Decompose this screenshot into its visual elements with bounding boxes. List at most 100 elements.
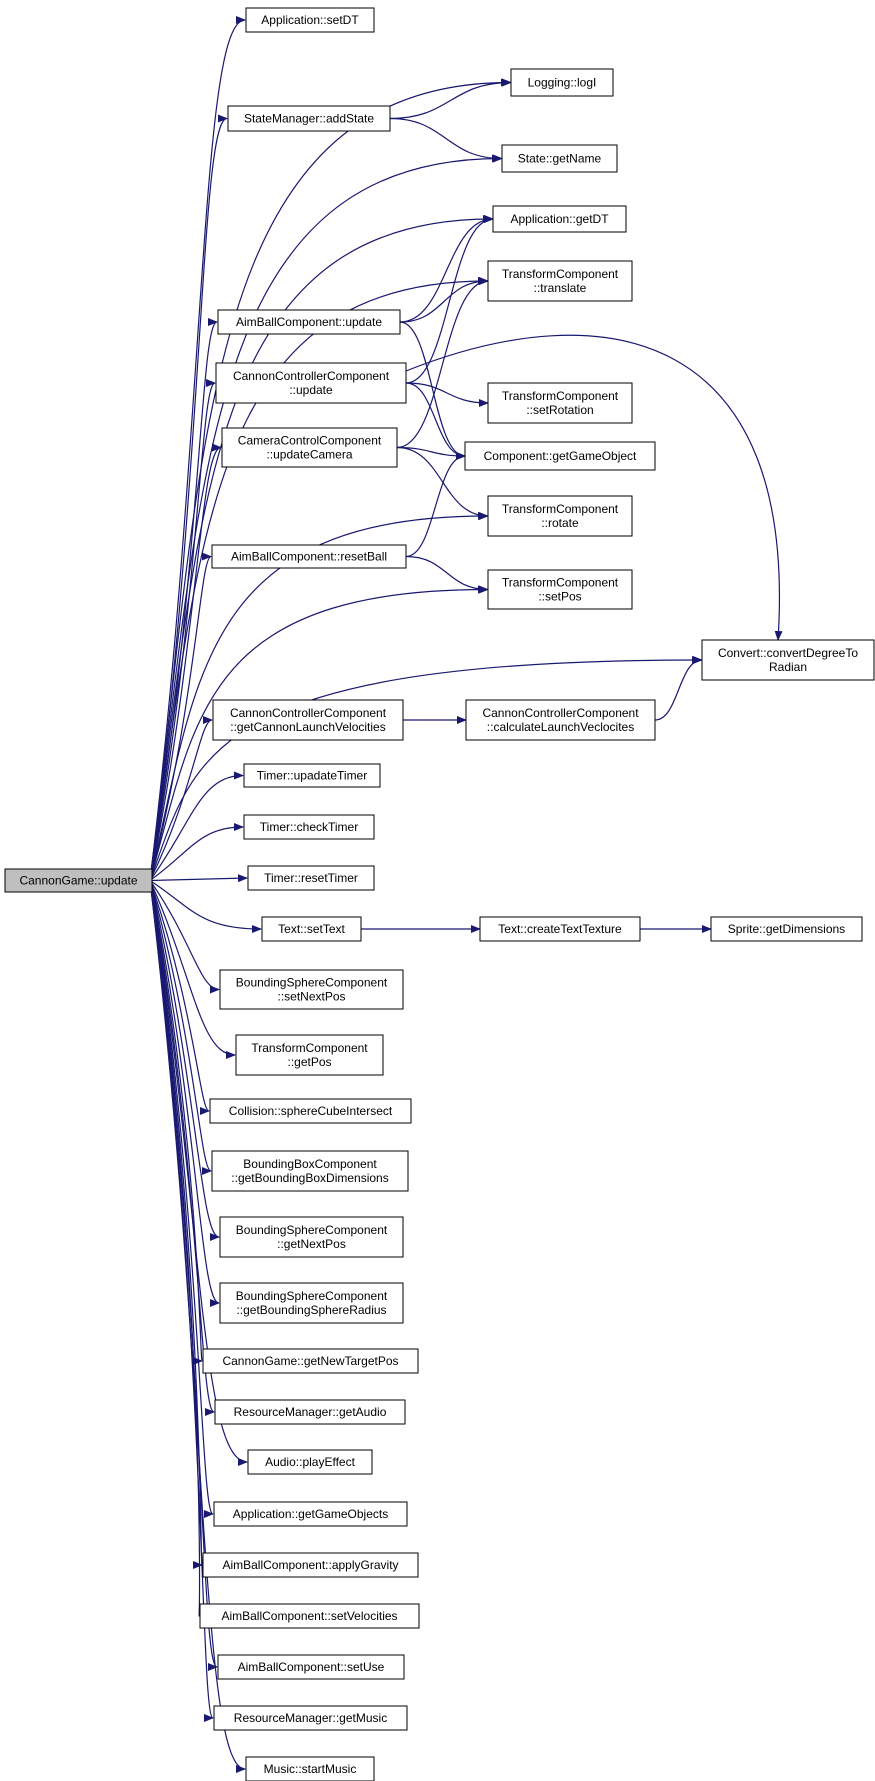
- node-resmgr-getmusic[interactable]: ResourceManager::getMusic: [213, 1705, 408, 1731]
- node-box-audio-playeffect: [247, 1449, 373, 1475]
- node-cannongame-getnewtargetpos[interactable]: CannonGame::getNewTargetPos: [202, 1348, 419, 1374]
- node-label-component-getgameobject-0: Component::getGameObject: [484, 449, 637, 463]
- node-label-cameractrl-updatecamera-1: ::updateCamera: [266, 448, 352, 462]
- node-box-text-createtexttexture: [479, 916, 641, 942]
- node-label-cannonctrl-getlaunch-0: CannonControllerComponent: [230, 706, 387, 720]
- edge-root-to-bbox-getdims: [149, 880, 212, 1175]
- node-label-transform-getpos-1: ::getPos: [287, 1055, 331, 1069]
- node-cannonctrl-update[interactable]: CannonControllerComponent::update: [215, 362, 407, 404]
- edge-cameractrl-updatecamera-to-transform-translate: [396, 277, 489, 449]
- node-logging-logi[interactable]: Logging::logI: [510, 68, 614, 97]
- node-box-bbox-getdims: [211, 1150, 409, 1192]
- node-box-cannonctrl-calclaunch: [465, 699, 656, 741]
- node-label-cannonctrl-calclaunch-1: ::calculateLaunchVeclocites: [487, 720, 634, 734]
- node-box-app-getgameobjects: [213, 1501, 408, 1527]
- node-box-root: [4, 868, 153, 893]
- node-statemgr-addstate[interactable]: StateManager::addState: [227, 105, 391, 132]
- node-state-getname[interactable]: State::getName: [501, 144, 618, 173]
- node-bsphere-getradius[interactable]: BoundingSphereComponent::getBoundingSphe…: [219, 1282, 404, 1324]
- node-text-createtexttexture[interactable]: Text::createTextTexture: [479, 916, 641, 942]
- node-label-timer-checktimer-0: Timer::checkTimer: [260, 820, 358, 834]
- node-bsphere-getnextpos[interactable]: BoundingSphereComponent::getNextPos: [219, 1216, 404, 1258]
- node-cannonctrl-getlaunch[interactable]: CannonControllerComponent::getCannonLaun…: [212, 699, 404, 741]
- node-label-statemgr-addstate-0: StateManager::addState: [244, 112, 374, 126]
- node-label-bsphere-setnextpos-0: BoundingSphereComponent: [236, 976, 388, 990]
- node-label-bsphere-getnextpos-1: ::getNextPos: [277, 1237, 346, 1251]
- node-aimball-update[interactable]: AimBallComponent::update: [217, 309, 401, 335]
- node-label-state-getname-0: State::getName: [518, 152, 602, 166]
- node-box-state-getname: [501, 144, 618, 173]
- node-transform-setpos[interactable]: TransformComponent::setPos: [487, 569, 633, 610]
- node-resmgr-getaudio[interactable]: ResourceManager::getAudio: [214, 1399, 406, 1425]
- node-label-app-getdt-0: Application::getDT: [510, 212, 609, 226]
- edge-root-to-aimball-resetball: [149, 552, 212, 881]
- node-aimball-applygravity[interactable]: AimBallComponent::applyGravity: [202, 1552, 419, 1578]
- node-label-transform-setpos-0: TransformComponent: [502, 576, 619, 590]
- node-label-app-setdt-0: Application::setDT: [261, 13, 359, 27]
- node-label-transform-setpos-1: ::setPos: [538, 590, 581, 604]
- node-transform-setrotation[interactable]: TransformComponent::setRotation: [487, 382, 633, 424]
- node-box-aimball-setuse: [217, 1654, 405, 1680]
- node-timer-resettimer[interactable]: Timer::resetTimer: [247, 865, 375, 891]
- node-transform-translate[interactable]: TransformComponent::translate: [487, 260, 633, 302]
- node-cameractrl-updatecamera[interactable]: CameraControlComponent::updateCamera: [221, 427, 398, 468]
- edge-cannonctrl-update-to-app-getdt: [405, 215, 494, 384]
- edge-root-to-resmgr-getaudio: [149, 880, 215, 1416]
- node-timer-checktimer[interactable]: Timer::checkTimer: [243, 814, 375, 840]
- node-app-setdt[interactable]: Application::setDT: [245, 7, 375, 33]
- node-box-aimball-setvelocities: [199, 1603, 420, 1629]
- node-app-getdt[interactable]: Application::getDT: [492, 205, 627, 233]
- node-transform-getpos[interactable]: TransformComponent::getPos: [235, 1034, 384, 1076]
- node-cannonctrl-calclaunch[interactable]: CannonControllerComponent::calculateLaun…: [465, 699, 656, 741]
- node-component-getgameobject[interactable]: Component::getGameObject: [464, 441, 656, 471]
- node-box-text-settext: [261, 916, 362, 942]
- node-label-bbox-getdims-1: ::getBoundingBoxDimensions: [231, 1171, 388, 1185]
- edge-root-to-timer-resettimer: [149, 874, 248, 883]
- node-box-aimball-update: [217, 309, 401, 335]
- node-label-text-createtexttexture-0: Text::createTextTexture: [498, 922, 622, 936]
- node-box-timer-resettimer: [247, 865, 375, 891]
- node-text-settext[interactable]: Text::setText: [261, 916, 362, 942]
- node-transform-rotate[interactable]: TransformComponent::rotate: [487, 495, 633, 537]
- node-box-cannongame-getnewtargetpos: [202, 1348, 419, 1374]
- node-aimball-setuse[interactable]: AimBallComponent::setUse: [217, 1654, 405, 1680]
- node-label-cannonctrl-getlaunch-1: ::getCannonLaunchVelocities: [230, 720, 385, 734]
- node-box-convert-deg2rad: [701, 639, 875, 681]
- node-label-logging-logi-0: Logging::logI: [528, 76, 597, 90]
- node-label-aimball-setvelocities-0: AimBallComponent::setVelocities: [221, 1609, 397, 1623]
- node-music-startmusic[interactable]: Music::startMusic: [245, 1756, 375, 1781]
- edge-root-to-cannonctrl-getlaunch: [149, 716, 213, 881]
- edge-root-to-convert-deg2rad: [149, 656, 702, 881]
- node-label-aimball-applygravity-0: AimBallComponent::applyGravity: [222, 1558, 398, 1572]
- node-bsphere-setnextpos[interactable]: BoundingSphereComponent::setNextPos: [219, 969, 404, 1010]
- node-label-convert-deg2rad-1: Radian: [769, 660, 807, 674]
- node-sprite-getdimensions[interactable]: Sprite::getDimensions: [710, 916, 863, 942]
- node-label-transform-setrotation-1: ::setRotation: [526, 403, 593, 417]
- node-app-getgameobjects[interactable]: Application::getGameObjects: [213, 1501, 408, 1527]
- node-box-component-getgameobject: [464, 441, 656, 471]
- edge-root-to-bsphere-setnextpos: [149, 880, 220, 994]
- edge-cannonctrl-update-to-component-getgameobject: [405, 382, 466, 460]
- node-audio-playeffect[interactable]: Audio::playEffect: [247, 1449, 373, 1475]
- node-label-timer-resettimer-0: Timer::resetTimer: [264, 871, 358, 885]
- node-bbox-getdims[interactable]: BoundingBoxComponent::getBoundingBoxDime…: [211, 1150, 409, 1192]
- node-root[interactable]: CannonGame::update: [4, 868, 153, 893]
- node-timer-upadatetimer[interactable]: Timer::upadateTimer: [243, 763, 381, 788]
- node-box-cameractrl-updatecamera: [221, 427, 398, 468]
- edge-aimball-update-to-app-getdt: [399, 215, 494, 323]
- node-label-resmgr-getmusic-0: ResourceManager::getMusic: [234, 1711, 387, 1725]
- node-collision-spherecube[interactable]: Collision::sphereCubeIntersect: [209, 1098, 412, 1124]
- node-label-cannonctrl-update-1: ::update: [289, 383, 333, 397]
- node-box-collision-spherecube: [209, 1098, 412, 1124]
- edge-root-to-bsphere-getnextpos: [149, 880, 220, 1241]
- node-aimball-resetball[interactable]: AimBallComponent::resetBall: [211, 544, 407, 569]
- node-box-bsphere-setnextpos: [219, 969, 404, 1010]
- node-aimball-setvelocities[interactable]: AimBallComponent::setVelocities: [199, 1603, 420, 1629]
- edge-root-to-statemgr-addstate: [149, 114, 228, 881]
- node-box-sprite-getdimensions: [710, 916, 863, 942]
- edge-root-to-app-getdt: [149, 215, 493, 881]
- edge-cannonctrl-update-to-convert-deg2rad: [405, 334, 783, 641]
- edge-root-to-collision-spherecube: [149, 880, 210, 1115]
